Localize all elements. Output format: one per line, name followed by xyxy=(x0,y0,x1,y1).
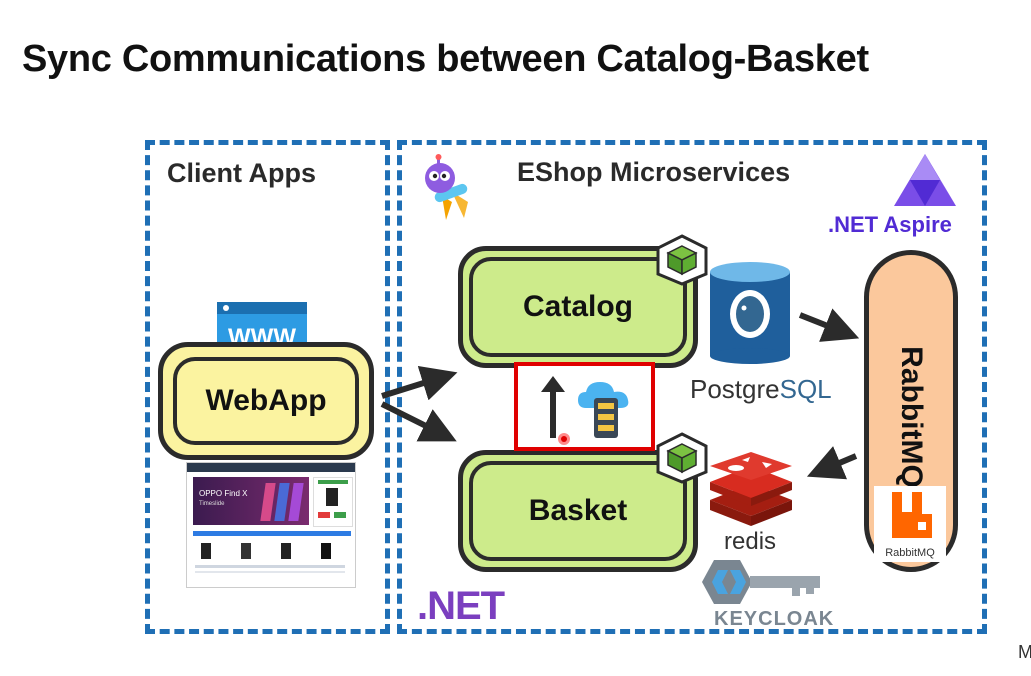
rabbitmq-logo-icon xyxy=(892,492,932,538)
cursor-dot-icon xyxy=(558,433,570,445)
eshop-region xyxy=(397,140,987,634)
catalog-label: Catalog xyxy=(469,257,687,357)
container-cube-icon xyxy=(656,432,708,484)
keycloak-key-icon xyxy=(702,560,820,604)
client-apps-title: Client Apps xyxy=(167,158,317,188)
arrow-postgres-to-rabbitmq xyxy=(798,308,860,342)
postgresql-label: PostgreSQL xyxy=(690,374,832,404)
rabbitmq-logo-text: RabbitMQ xyxy=(885,547,935,559)
rabbitmq-label: RabbitMQ xyxy=(895,346,928,489)
redis-logo-icon xyxy=(710,452,792,526)
webapp-label: WebApp xyxy=(173,357,359,445)
webapp-node: WebApp xyxy=(158,342,374,460)
client-apps-region xyxy=(145,140,390,634)
page-title: Sync Communications between Catalog-Bask… xyxy=(22,38,869,80)
dotnet-bot-icon xyxy=(425,154,468,220)
container-cube-icon xyxy=(656,234,708,286)
arrow-webapp-to-basket xyxy=(380,401,457,442)
promo-title: OPPO Find X xyxy=(199,489,248,498)
arrow-rabbitmq-to-redis xyxy=(806,446,858,480)
dotnet-logo: .NET xyxy=(417,584,505,628)
postgresql-database-icon xyxy=(710,262,790,364)
redis-label: redis xyxy=(724,528,777,555)
up-arrow-icon xyxy=(541,376,565,438)
webapp-screenshot: OPPO Find X Timeslide xyxy=(186,462,356,588)
basket-label: Basket xyxy=(469,461,687,561)
keycloak-label: KEYCLOAK xyxy=(714,608,835,630)
eshop-title: EShop Microservices xyxy=(517,157,791,187)
aspire-label: .NET Aspire xyxy=(828,212,952,237)
aspire-logo-icon xyxy=(894,154,956,206)
arrow-webapp-to-catalog xyxy=(381,365,458,401)
corner-text: M xyxy=(1018,642,1031,662)
cloud-server-icon xyxy=(578,382,629,438)
promo-banner: OPPO Find X Timeslide xyxy=(193,477,309,525)
rabbitmq-logo: RabbitMQ xyxy=(874,486,946,562)
promo-subtitle: Timeslide xyxy=(199,501,225,507)
